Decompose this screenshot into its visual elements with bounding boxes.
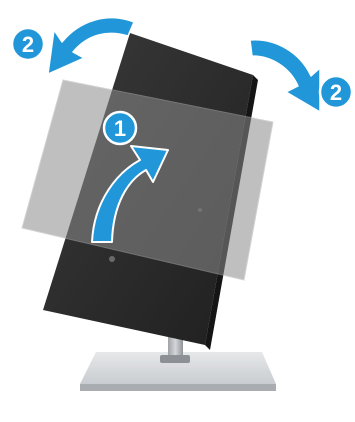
tilt-right-arrow-icon [250,40,320,112]
step-number-1: 1 [114,116,126,141]
step-badge-2-left: 2 [12,28,44,60]
step-badge-2-right: 2 [320,76,352,108]
step-number-2-right: 2 [330,80,342,105]
step-badge-1: 1 [104,112,136,144]
hp-logo-icon [109,256,115,262]
step-number-2-left: 2 [22,32,34,57]
